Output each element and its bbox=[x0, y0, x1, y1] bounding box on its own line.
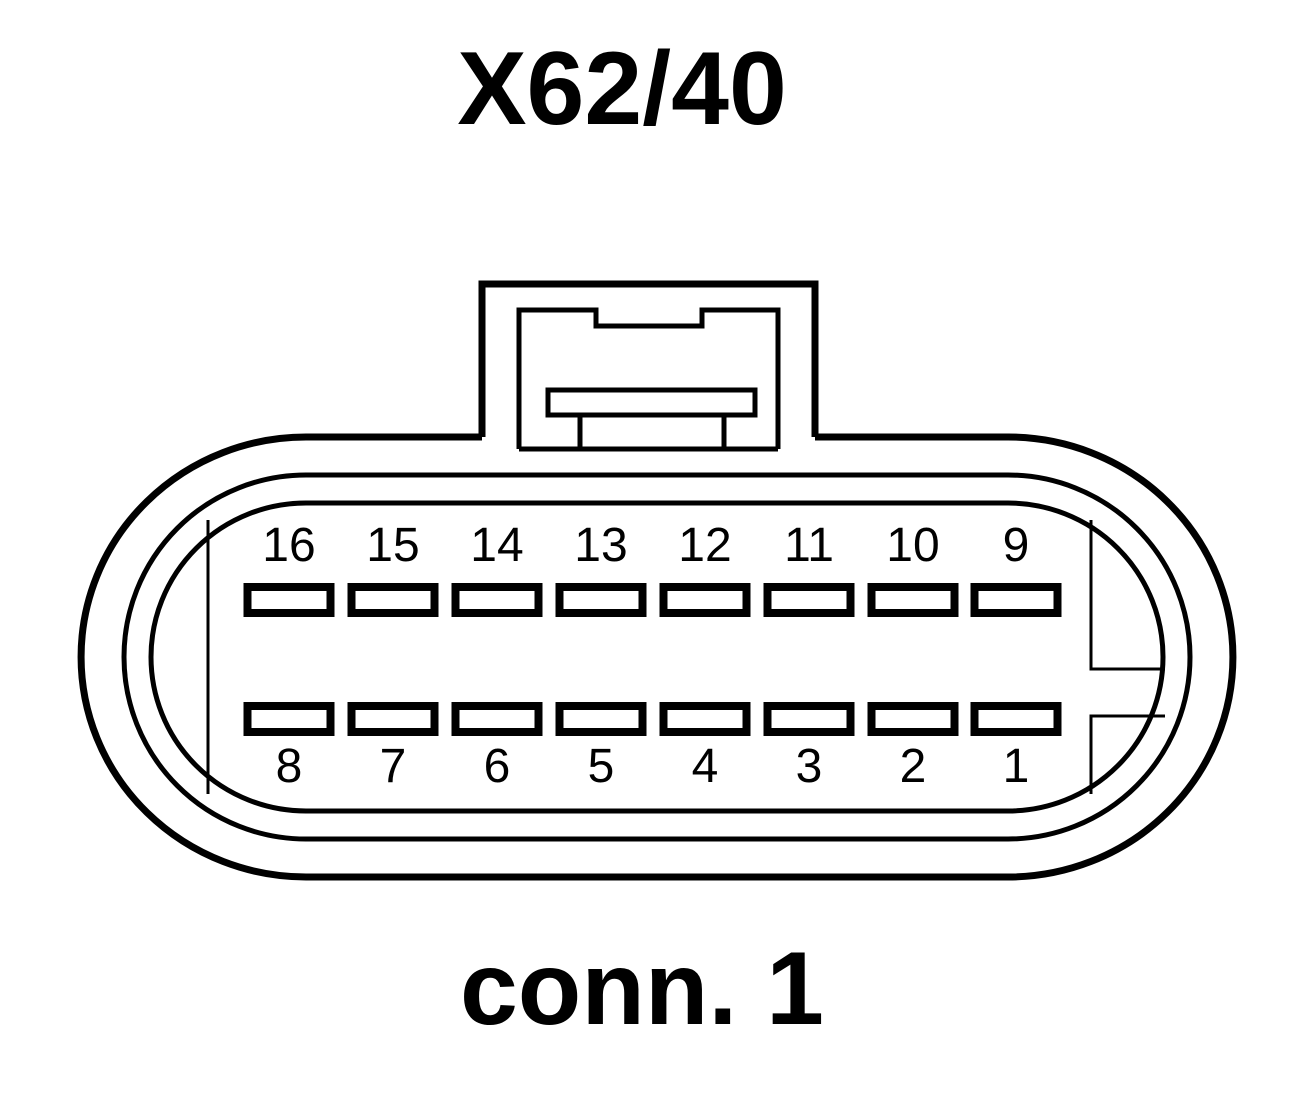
pin-number-label: 8 bbox=[276, 740, 303, 793]
pin-slot bbox=[451, 583, 543, 617]
housing-inner-ring bbox=[148, 500, 1166, 814]
housing-middle-ring bbox=[121, 472, 1193, 842]
pin-slot bbox=[867, 583, 959, 617]
pin-number-label: 2 bbox=[900, 740, 927, 793]
latch-outer-frame bbox=[478, 280, 819, 437]
pin-number-label: 13 bbox=[574, 519, 627, 572]
housing-outer-shell bbox=[77, 433, 1237, 881]
pin-number-label: 16 bbox=[262, 519, 315, 572]
pin-number-label: 12 bbox=[678, 519, 731, 572]
pin-slot bbox=[243, 583, 335, 617]
latch-inner-frame bbox=[516, 307, 781, 449]
pin-number-label: 14 bbox=[470, 519, 523, 572]
pin-slot bbox=[555, 702, 647, 736]
pin-slot bbox=[243, 702, 335, 736]
pin-slot bbox=[763, 702, 855, 736]
pin-array: 16 15 14 13 12 11 10 9 8 7 6 5 4 3 2 1 bbox=[243, 519, 1062, 793]
pin-number-label: 4 bbox=[692, 740, 719, 793]
pin-slot bbox=[555, 583, 647, 617]
housing-right-key-upper bbox=[1089, 520, 1165, 671]
pin-number-label: 11 bbox=[784, 519, 834, 572]
pin-slot bbox=[659, 702, 751, 736]
pin-slot bbox=[659, 583, 751, 617]
pin-number-label: 1 bbox=[1003, 740, 1030, 793]
pin-slot bbox=[347, 583, 439, 617]
pin-slot bbox=[970, 702, 1062, 736]
pin-number-label: 7 bbox=[380, 740, 407, 793]
connector-subtitle: conn. 1 bbox=[460, 931, 824, 1047]
pin-number-label: 6 bbox=[484, 740, 511, 793]
connector-housing bbox=[77, 433, 1237, 881]
pin-number-label: 10 bbox=[886, 519, 939, 572]
pin-number-label: 15 bbox=[366, 519, 419, 572]
pin-number-label: 9 bbox=[1003, 519, 1030, 572]
pin-slot bbox=[451, 702, 543, 736]
latch-tab bbox=[478, 280, 819, 452]
pin-slot bbox=[867, 702, 959, 736]
pin-number-label: 5 bbox=[588, 740, 615, 793]
pin-slot bbox=[347, 702, 439, 736]
housing-right-key-lower bbox=[1089, 714, 1165, 794]
pin-number-label: 3 bbox=[796, 740, 823, 793]
connector-title: X62/40 bbox=[457, 31, 787, 147]
pin-slot bbox=[763, 583, 855, 617]
latch-bar bbox=[545, 387, 758, 418]
pin-slot bbox=[970, 583, 1062, 617]
